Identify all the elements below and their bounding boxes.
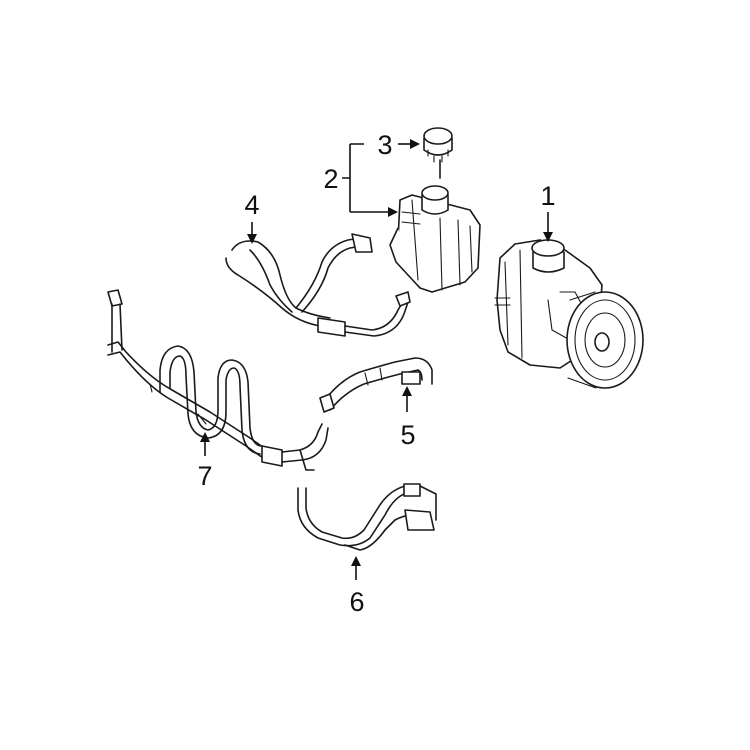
reservoir-cap[interactable] — [423, 127, 453, 179]
cooler-line[interactable] — [107, 289, 329, 471]
callout-6: 6 — [349, 587, 364, 617]
callout-1: 1 — [540, 181, 555, 211]
pressure-hose[interactable] — [225, 233, 411, 337]
callout-7: 7 — [197, 461, 212, 491]
return-hose[interactable] — [319, 357, 433, 413]
callout-5: 5 — [400, 420, 415, 450]
callout-3: 3 — [377, 130, 392, 160]
leader-lines — [200, 139, 553, 580]
power-steering-pump[interactable] — [494, 239, 644, 389]
callout-4: 4 — [244, 190, 259, 220]
supply-hose[interactable] — [297, 483, 437, 551]
reservoir-assembly[interactable] — [389, 185, 481, 293]
callout-2: 2 — [323, 164, 338, 194]
